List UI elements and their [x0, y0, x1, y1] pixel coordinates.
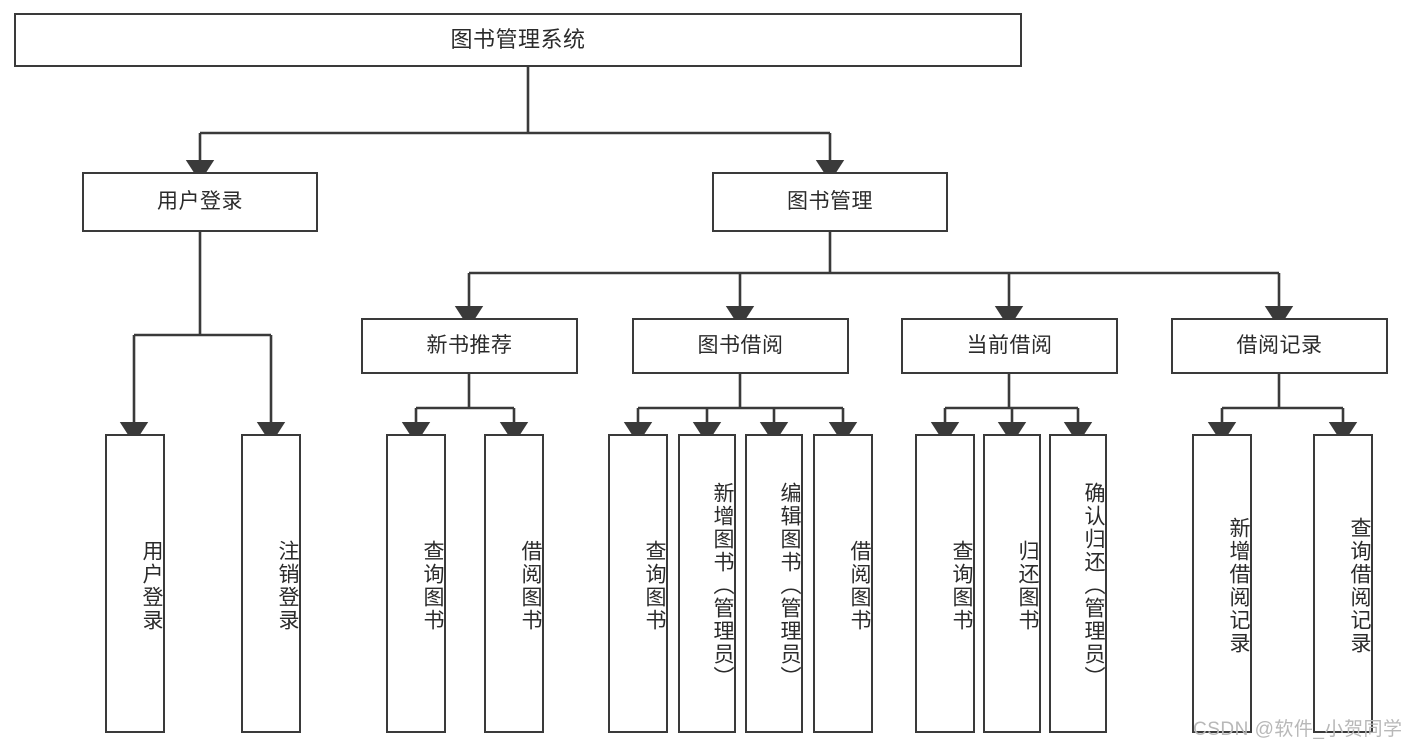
node-leaf-borrow-book-2[interactable]: 借阅图书: [813, 434, 873, 733]
node-leaf-query-book-3[interactable]: 查询图书: [915, 434, 975, 733]
node-leaf-logout-login[interactable]: 注销登录: [241, 434, 301, 733]
leaf-label: 查询图书: [950, 539, 973, 632]
leaf-label: 借阅图书: [848, 539, 871, 632]
node-leaf-add-book[interactable]: 新增图书（管理员）: [678, 434, 736, 733]
node-borrow-record[interactable]: 借阅记录: [1171, 318, 1388, 374]
leaf-label: 用户登录: [140, 539, 163, 632]
node-book-borrow[interactable]: 图书借阅: [632, 318, 849, 374]
leaf-label: 查询图书: [643, 539, 666, 632]
node-leaf-query-book-2[interactable]: 查询图书: [608, 434, 668, 733]
node-book-management[interactable]: 图书管理: [712, 172, 948, 232]
leaf-label: 查询图书: [421, 539, 444, 632]
node-leaf-user-login[interactable]: 用户登录: [105, 434, 165, 733]
leaf-label: 确认归还（管理员）: [1082, 482, 1105, 689]
csdn-watermark: CSDN @软件_小贺同学: [1193, 719, 1403, 740]
node-root-system[interactable]: 图书管理系统: [14, 13, 1022, 67]
leaf-label: 注销登录: [276, 539, 299, 632]
leaf-label: 查询借阅记录: [1348, 516, 1371, 655]
node-new-book-recommend[interactable]: 新书推荐: [361, 318, 578, 374]
node-user-login[interactable]: 用户登录: [82, 172, 318, 232]
leaf-label: 编辑图书（管理员）: [778, 482, 801, 689]
leaf-label: 借阅图书: [519, 539, 542, 632]
node-leaf-confirm-return[interactable]: 确认归还（管理员）: [1049, 434, 1107, 733]
leaf-label: 新增借阅记录: [1227, 516, 1250, 655]
node-leaf-return-book[interactable]: 归还图书: [983, 434, 1041, 733]
node-leaf-add-record[interactable]: 新增借阅记录: [1192, 434, 1252, 733]
node-leaf-edit-book[interactable]: 编辑图书（管理员）: [745, 434, 803, 733]
leaf-label: 新增图书（管理员）: [711, 482, 734, 689]
leaf-label: 归还图书: [1016, 539, 1039, 632]
node-leaf-query-book-1[interactable]: 查询图书: [386, 434, 446, 733]
node-current-borrow[interactable]: 当前借阅: [901, 318, 1118, 374]
node-leaf-query-record[interactable]: 查询借阅记录: [1313, 434, 1373, 733]
node-leaf-borrow-book-1[interactable]: 借阅图书: [484, 434, 544, 733]
